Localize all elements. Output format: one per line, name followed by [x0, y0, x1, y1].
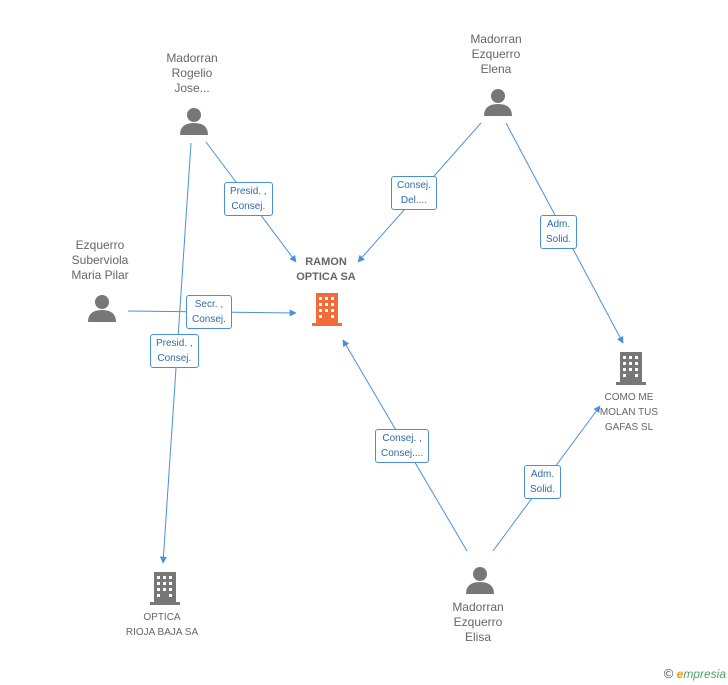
- edge-label-rogelio-rioja[interactable]: Presid. , Consej.: [150, 334, 199, 368]
- company-label-como[interactable]: COMO ME MOLAN TUS GAFAS SL: [599, 392, 659, 433]
- building-icon-center[interactable]: [312, 293, 342, 326]
- edge-label-elisa-como[interactable]: Adm. Solid.: [524, 465, 562, 499]
- person-icon[interactable]: [466, 567, 494, 594]
- person-icon[interactable]: [180, 108, 208, 135]
- person-icon[interactable]: [88, 295, 116, 322]
- edge-label-elena-center[interactable]: Consej. Del....: [391, 176, 437, 210]
- edge-label-elena-como[interactable]: Adm. Solid.: [540, 215, 578, 249]
- edge-label-rogelio-center[interactable]: Presid. , Consej.: [224, 182, 273, 216]
- person-label-rogelio[interactable]: Madorran Rogelio Jose...: [166, 51, 218, 95]
- company-label-rioja[interactable]: OPTICA RIOJA BAJA SA: [125, 612, 199, 638]
- edge-label-elisa-center[interactable]: Consej. , Consej....: [375, 429, 430, 463]
- person-label-elisa[interactable]: Madorran Ezquerro Elisa: [452, 600, 504, 644]
- building-icon[interactable]: [150, 572, 180, 605]
- person-label-pilar[interactable]: Ezquerro Suberviola Maria Pilar: [71, 238, 129, 282]
- person-icon[interactable]: [484, 89, 512, 116]
- edge-label-pilar-center[interactable]: Secr. , Consej.: [186, 295, 232, 329]
- empresia-watermark[interactable]: © empresia: [664, 666, 726, 681]
- person-label-elena[interactable]: Madorran Ezquerro Elena: [470, 32, 522, 76]
- company-label-center[interactable]: RAMON OPTICA SA: [296, 256, 356, 283]
- brand-name: mpresia: [683, 667, 726, 681]
- building-icon[interactable]: [616, 352, 646, 385]
- copyright-symbol: ©: [663, 666, 674, 681]
- brand-initial: e: [676, 667, 684, 681]
